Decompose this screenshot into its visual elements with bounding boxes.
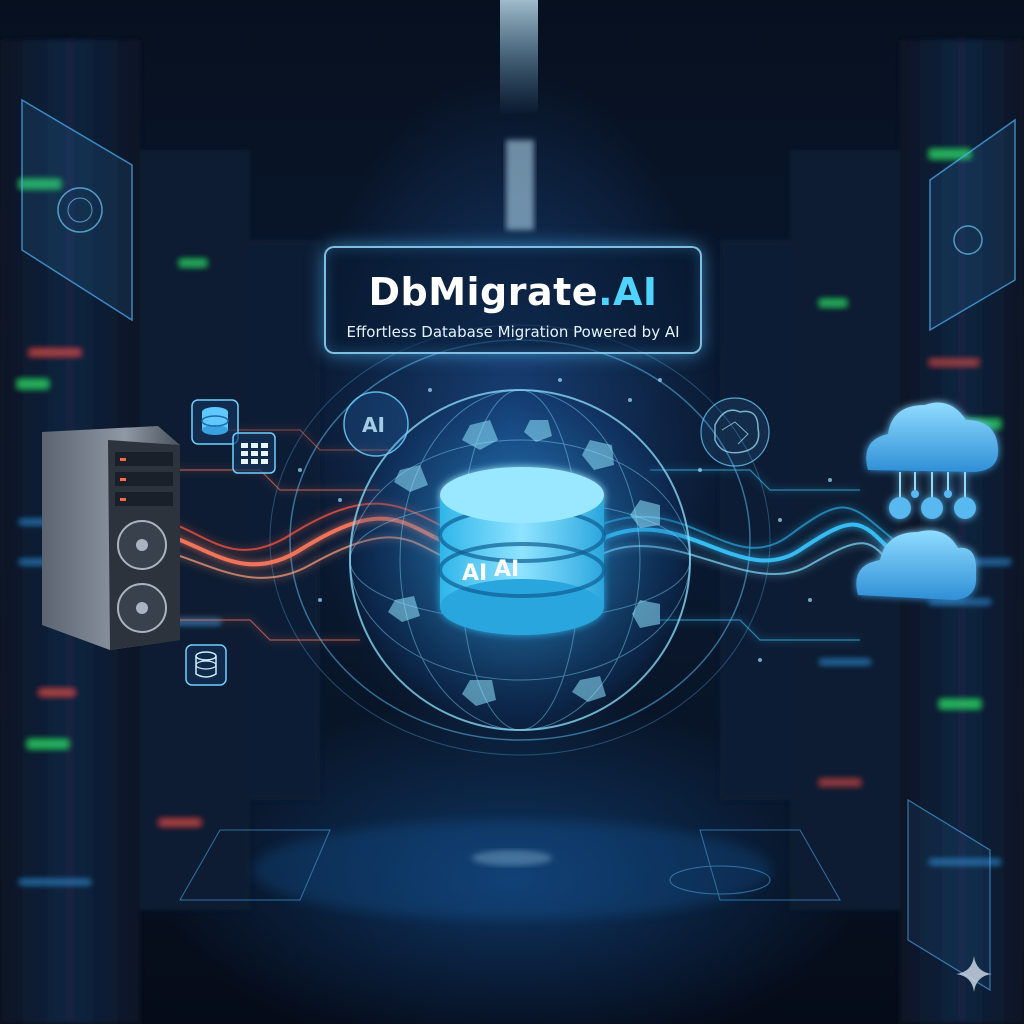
- database-outline-icon: [185, 644, 227, 686]
- small-database-icon: [191, 399, 239, 445]
- table-grid-icon: [232, 432, 276, 474]
- ai-cylinder-label-left: AI: [462, 561, 487, 586]
- ceiling-light: [500, 0, 538, 230]
- server-tower-icon: [42, 426, 180, 650]
- brain-network-icon: [700, 397, 770, 467]
- database-cylinder-icon: AI AI: [438, 467, 606, 635]
- brand-title-main: DbMigrate: [368, 270, 599, 314]
- title-panel: DbMigrate.AI Effortless Database Migrati…: [324, 246, 702, 354]
- cloud-icon: [866, 402, 999, 519]
- brand-subtitle: Effortless Database Migration Powered by…: [346, 323, 680, 341]
- right-hud-panel: [929, 118, 1016, 332]
- brand-title: DbMigrate.AI: [326, 270, 700, 314]
- circuit-particles: [298, 378, 832, 662]
- floor-hologram: [179, 820, 841, 920]
- ai-badge-label: AI: [362, 413, 385, 437]
- ai-cylinder-label-right: AI: [494, 557, 519, 582]
- bottom-right-hud-panel: [907, 798, 991, 992]
- sparkle-watermark-icon: [956, 956, 992, 992]
- ai-badge: AI: [343, 391, 409, 457]
- left-hud-panel: [21, 98, 133, 322]
- brand-title-accent: .AI: [598, 270, 658, 314]
- cloud-storage-icon: [856, 530, 977, 600]
